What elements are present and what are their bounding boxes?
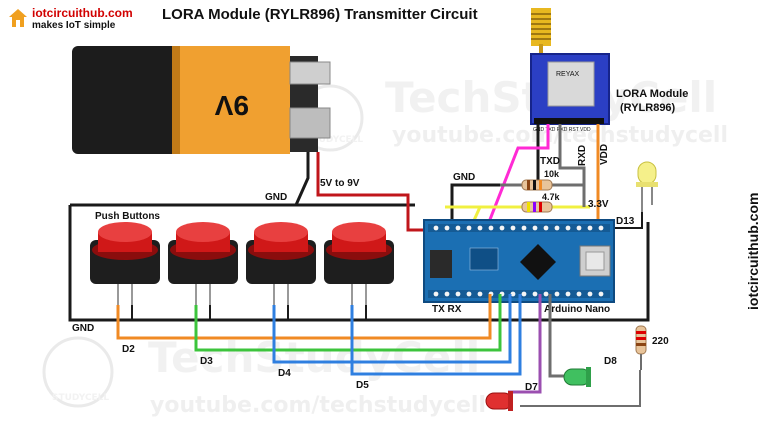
gnd-rail-left-wire: [68, 205, 650, 322]
nano-top-pins: [433, 225, 604, 231]
battery-vin-wire: [316, 152, 432, 232]
battery-label: 9V: [214, 90, 249, 121]
push-button-1[interactable]: [90, 222, 160, 305]
side-url: iotcircuithub.com: [745, 193, 761, 310]
page-title: LORA Module (RYLR896) Transmitter Circui…: [162, 6, 478, 23]
label-d2: D2: [122, 344, 135, 355]
label-d3: D3: [200, 356, 213, 367]
battery-9v: 9V: [72, 46, 331, 154]
label-10k: 10k: [544, 169, 560, 179]
label-push-buttons: Push Buttons: [95, 211, 160, 222]
lora-header-pins: [534, 118, 604, 124]
led-red-d7: [485, 391, 513, 411]
logo-tagline: makes IoT simple: [32, 20, 116, 31]
resistor-220: [635, 325, 647, 355]
label-220: 220: [652, 336, 669, 347]
label-vdd: VDD: [599, 144, 610, 165]
lora-rxd-wire: [558, 124, 586, 185]
push-button-2[interactable]: [168, 222, 238, 305]
arduino-nano: [423, 219, 615, 303]
label-d8: D8: [604, 356, 617, 367]
led-green-d8: [563, 367, 591, 387]
label-gnd-battery: GND: [265, 192, 287, 203]
resistor-10k: [521, 179, 553, 191]
label-arduino-nano: Arduino Nano: [544, 304, 610, 315]
battery-gnd-wire: [294, 152, 310, 206]
d3-wire: [194, 294, 502, 352]
lora-label-line2: (RYLR896): [620, 102, 676, 114]
lora-module: REYAX GND TXD RXD RST VDD: [530, 53, 610, 133]
lora-label-line1: LORA Module: [616, 88, 688, 100]
label-tx-rx: TX RX: [432, 304, 462, 315]
push-button-4[interactable]: [324, 222, 394, 305]
house-logo-icon: [9, 9, 27, 27]
logo-text: iotcircuithub.com: [32, 6, 133, 20]
lora-pin-labels: GND TXD RXD RST VDD: [533, 127, 591, 133]
label-d13: D13: [616, 216, 635, 227]
label-d5: D5: [356, 380, 369, 391]
label-txd: TXD: [540, 156, 560, 167]
watermark-url-bottom: youtube.com/techstudycell: [150, 393, 486, 418]
label-4-7k: 4.7k: [542, 192, 561, 202]
resistor-4-7k: [521, 201, 553, 213]
d2-wire: [116, 294, 492, 340]
watermark-badge-left: STUDYCELL: [42, 336, 114, 408]
lora-chip-text: REYAX: [556, 71, 580, 78]
label-3v3: 3.3V: [588, 199, 609, 210]
label-gnd-left: GND: [72, 323, 94, 334]
label-gnd-lora: GND: [453, 172, 475, 183]
lora-antenna: [531, 8, 551, 56]
label-vin: 5V to 9V: [320, 178, 360, 189]
led-gnd-wire: [520, 370, 641, 407]
logo[interactable]: iotcircuithub.com makes IoT simple: [6, 6, 133, 34]
d5-wire: [350, 294, 522, 376]
label-d4: D4: [278, 368, 291, 379]
watermark-badge-text-top: STUDYCELL: [306, 135, 363, 145]
push-button-3[interactable]: [246, 222, 316, 305]
led-yellow-d13: [636, 161, 658, 212]
d4-wire: [272, 294, 512, 364]
label-d7: D7: [525, 382, 538, 393]
label-rxd: RXD: [577, 145, 588, 166]
watermark-badge-text: STUDYCELL: [52, 393, 109, 403]
nano-bottom-pins: [433, 291, 604, 297]
d7-wire: [508, 294, 542, 394]
